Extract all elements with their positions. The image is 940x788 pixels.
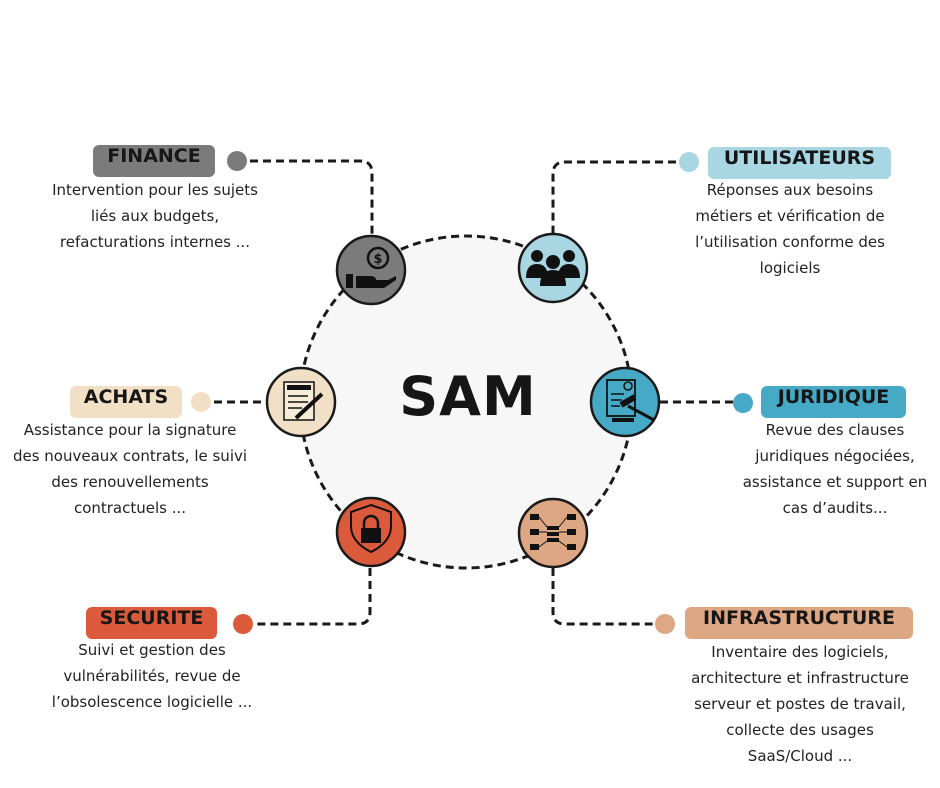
dot-achats xyxy=(191,392,211,412)
desc-finance: Intervention pour les sujets liés aux bu… xyxy=(35,177,275,255)
desc-line: l’utilisation conforme des xyxy=(695,233,885,251)
desc-line: métiers et vérification de xyxy=(695,207,885,225)
center-title: SAM xyxy=(399,365,537,428)
users-group-icon xyxy=(517,232,589,304)
desc-line: Revue des clauses xyxy=(765,421,905,439)
desc-infrastructure: Inventaire des logiciels, architecture e… xyxy=(670,639,930,769)
dot-securite xyxy=(233,614,253,634)
desc-line: Inventaire des logiciels, xyxy=(711,643,889,661)
desc-line: des renouvellements xyxy=(51,473,209,491)
desc-line: l’obsolescence logicielle ... xyxy=(51,693,253,711)
legal-gavel-icon xyxy=(589,366,661,438)
network-icon xyxy=(517,497,589,569)
label-achats: ACHATS xyxy=(70,386,182,418)
connector-securite xyxy=(243,568,372,626)
svg-text:$: $ xyxy=(373,252,382,267)
desc-line: juridiques négociées, xyxy=(755,447,915,465)
dot-utilisateurs xyxy=(679,152,699,172)
desc-line: Intervention pour les sujets xyxy=(52,181,258,199)
desc-securite: Suivi et gestion des vulnérabilités, rev… xyxy=(32,637,272,715)
money-hand-icon: $ xyxy=(335,234,407,306)
desc-utilisateurs: Réponses aux besoins métiers et vérifica… xyxy=(665,177,915,281)
desc-line: vulnérabilités, revue de xyxy=(63,667,241,685)
desc-line: serveur et postes de travail, xyxy=(694,695,906,713)
desc-line: Suivi et gestion des xyxy=(78,641,226,659)
label-securite: SECURITE xyxy=(86,607,217,639)
label-utilisateurs: UTILISATEURS xyxy=(708,147,891,179)
connector-utilisateurs xyxy=(551,160,689,234)
label-juridique: JURIDIQUE xyxy=(761,386,906,418)
label-finance: FINANCE xyxy=(93,145,215,177)
desc-line: architecture et infrastructure xyxy=(691,669,909,687)
connector-infrastructure xyxy=(551,568,665,626)
desc-line: assistance et support en xyxy=(742,473,928,491)
contract-icon xyxy=(265,366,337,438)
desc-line: liés aux budgets, xyxy=(90,207,220,225)
connector-finance xyxy=(237,159,374,236)
desc-line: cas d’audits... xyxy=(782,499,888,517)
dot-juridique xyxy=(733,393,753,413)
label-infrastructure: INFRASTRUCTURE xyxy=(685,607,913,639)
dot-infrastructure xyxy=(655,614,675,634)
desc-line: contractuels ... xyxy=(73,499,187,517)
desc-line: SaaS/Cloud ... xyxy=(747,747,853,765)
desc-juridique: Revue des clauses juridiques négociées, … xyxy=(720,417,940,521)
dot-finance xyxy=(227,151,247,171)
desc-line: Assistance pour la signature xyxy=(23,421,237,439)
desc-line: collecte des usages xyxy=(726,721,874,739)
desc-line: refacturations internes ... xyxy=(59,233,251,251)
shield-lock-icon xyxy=(335,496,407,568)
desc-line: Réponses aux besoins xyxy=(706,181,874,199)
desc-achats: Assistance pour la signature des nouveau… xyxy=(0,417,260,521)
desc-line: des nouveaux contrats, le suivi xyxy=(12,447,248,465)
desc-line: logiciels xyxy=(759,259,821,277)
